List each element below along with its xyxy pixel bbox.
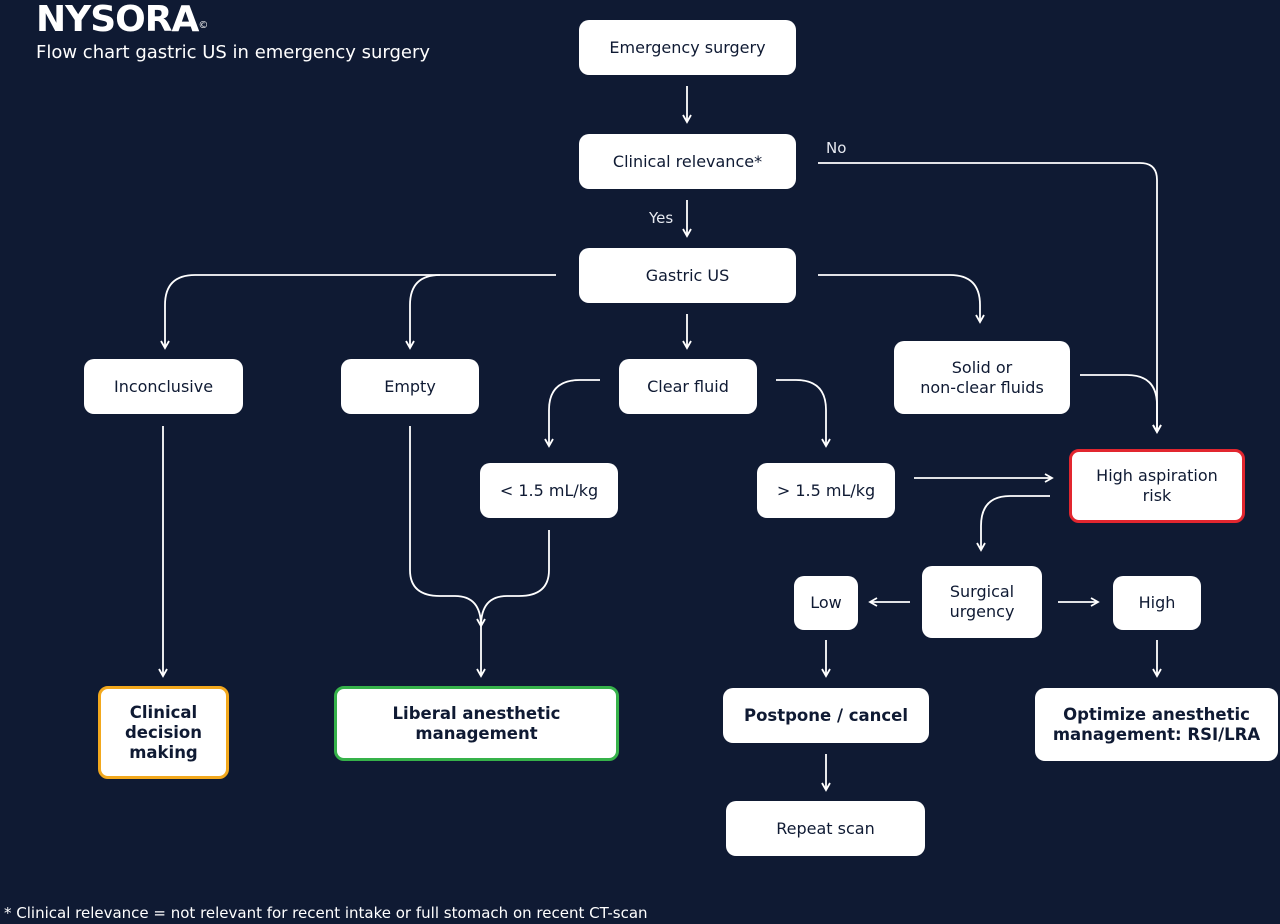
edge-gastric-empty — [405, 274, 441, 350]
node-empty: Empty — [341, 359, 479, 414]
edge-clear-lt — [544, 379, 600, 448]
node-inconclusive: Inconclusive — [84, 359, 243, 414]
edge-clear-gt — [776, 379, 831, 448]
logo-mark: © — [198, 20, 208, 31]
nysora-logo: NYSORA© — [36, 0, 208, 40]
node-high-aspiration-risk: High aspiration risk — [1069, 449, 1245, 523]
node-optimize-management: Optimize anesthetic management: RSI/LRA — [1035, 688, 1278, 761]
node-high: High — [1113, 576, 1201, 630]
node-greater-than-threshold: > 1.5 mL/kg — [757, 463, 895, 518]
edge-empty-liberal — [409, 426, 486, 678]
logo-text: NYSORA — [36, 0, 199, 40]
node-low: Low — [794, 576, 858, 630]
node-surgical-urgency: Surgical urgency — [922, 566, 1042, 638]
node-liberal-management: Liberal anesthetic management — [334, 686, 619, 761]
edge-label-yes: Yes — [649, 209, 674, 227]
edge-gastric-inconclusive — [160, 274, 556, 350]
node-clear-fluid: Clear fluid — [619, 359, 757, 414]
edge-solid-risk — [1080, 374, 1162, 434]
node-solid-fluids: Solid or non-clear fluids — [894, 341, 1070, 414]
node-clinical-relevance: Clinical relevance* — [579, 134, 796, 189]
node-clinical-decision-making: Clinical decision making — [98, 686, 229, 779]
edge-lt-liberal — [476, 530, 550, 628]
edge-gastric-solid — [818, 274, 985, 324]
node-emergency-surgery: Emergency surgery — [579, 20, 796, 75]
edge-risk-urgency — [976, 495, 1050, 552]
page-subtitle: Flow chart gastric US in emergency surge… — [36, 42, 431, 63]
edge-label-no: No — [826, 139, 847, 157]
node-postpone-cancel: Postpone / cancel — [723, 688, 929, 743]
node-repeat-scan: Repeat scan — [726, 801, 925, 856]
edge-relevance-no — [818, 162, 1162, 434]
footnote: * Clinical relevance = not relevant for … — [4, 904, 648, 922]
node-less-than-threshold: < 1.5 mL/kg — [480, 463, 618, 518]
node-gastric-us: Gastric US — [579, 248, 796, 303]
